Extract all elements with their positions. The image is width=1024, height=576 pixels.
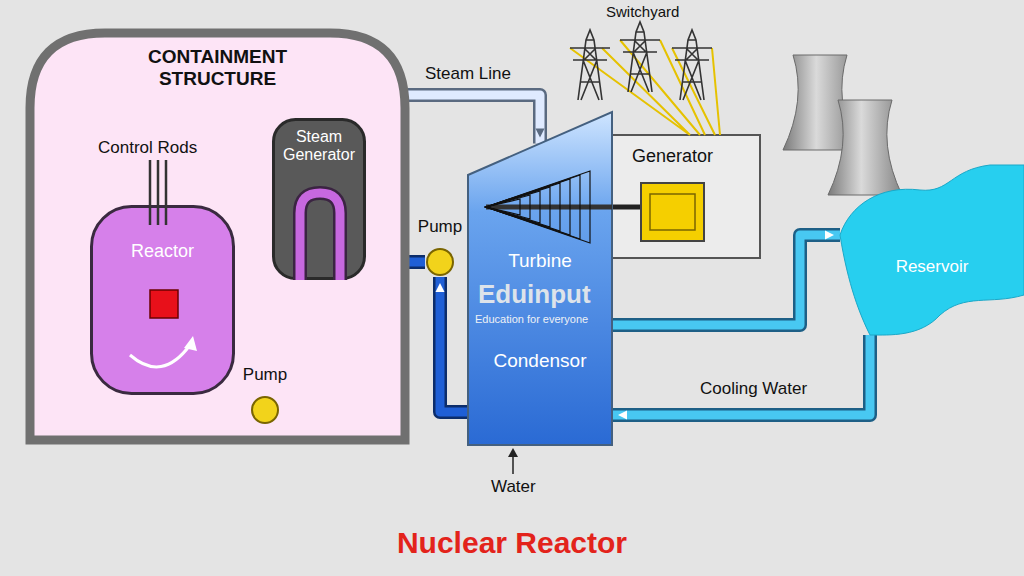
pipe-wall bbox=[612, 205, 640, 210]
u-tube bbox=[300, 193, 340, 280]
reservoir-water bbox=[840, 165, 1024, 335]
pump: Pump bbox=[250, 395, 280, 425]
turbine-condenser: TurbineCondensor bbox=[468, 112, 612, 445]
node-label: Reservoir bbox=[844, 257, 1020, 277]
watermark: Education for everyone bbox=[475, 313, 588, 326]
flow-arrow bbox=[130, 345, 190, 367]
flow-label: Steam Line bbox=[425, 64, 511, 84]
flow-arrowhead bbox=[184, 336, 197, 351]
turbine-housing bbox=[468, 112, 612, 445]
condenser-label: Condensor bbox=[472, 350, 608, 372]
turbine-label: Turbine bbox=[472, 250, 608, 272]
pipe bbox=[436, 277, 469, 412]
watermark: Eduinput bbox=[478, 280, 591, 310]
arrowhead bbox=[536, 129, 545, 138]
generator-shape bbox=[640, 182, 705, 242]
node-label: Steam Generator bbox=[276, 128, 362, 165]
pylon bbox=[620, 22, 660, 92]
pump-symbol bbox=[427, 249, 453, 275]
turbine-condenser-shape bbox=[468, 112, 612, 445]
pipe-fluid bbox=[440, 277, 468, 412]
pump-shape bbox=[250, 395, 280, 425]
reactor-vessel: Reactor bbox=[90, 205, 235, 395]
pylon bbox=[570, 30, 610, 100]
caption: Nuclear Reactor bbox=[0, 526, 1024, 561]
pipe-wall bbox=[440, 277, 468, 412]
pipe-wall bbox=[612, 235, 840, 325]
node-label: Pump bbox=[418, 217, 462, 237]
generator-housing bbox=[612, 135, 760, 258]
generator-body bbox=[641, 183, 704, 241]
generator-core bbox=[650, 194, 695, 230]
turbine-blade bbox=[486, 195, 530, 219]
control-rod bbox=[165, 160, 168, 225]
pump: Pump bbox=[425, 247, 455, 277]
reactor-outline bbox=[92, 207, 234, 394]
drive-shaft bbox=[612, 207, 640, 208]
arrowhead bbox=[825, 231, 834, 240]
pump-symbol bbox=[252, 397, 278, 423]
pipe-fluid bbox=[612, 235, 840, 325]
reactor-vessel-shape bbox=[90, 205, 235, 395]
reservoir: Reservoir bbox=[840, 165, 1024, 335]
turbine-blade bbox=[486, 171, 590, 243]
pipe bbox=[612, 231, 840, 326]
pipe-fluid bbox=[612, 335, 870, 415]
node-label: CONTAINMENT STRUCTURE bbox=[118, 46, 318, 90]
arrowhead bbox=[618, 411, 627, 420]
node-label: Reactor bbox=[94, 241, 231, 262]
part-label: Water bbox=[491, 477, 536, 497]
turbine-blade bbox=[486, 187, 550, 227]
steam-generator: Steam Generator bbox=[272, 118, 366, 280]
control-rod bbox=[157, 160, 160, 225]
node-label: Generator bbox=[632, 146, 713, 167]
pipe-wall bbox=[612, 335, 870, 415]
containment-structure: Reactor Steam GeneratorPump CONTAINMENT ST… bbox=[25, 28, 410, 445]
turbine-blade bbox=[486, 191, 540, 223]
node-label: Pump bbox=[243, 365, 287, 385]
flow-label: Cooling Water bbox=[700, 379, 807, 399]
reactor-core bbox=[150, 290, 178, 318]
turbine-shaft bbox=[486, 205, 612, 210]
cooling-tower bbox=[828, 100, 902, 195]
u-tube bbox=[300, 193, 340, 280]
turbine-blade bbox=[486, 183, 560, 231]
part-label: Control Rods bbox=[98, 138, 197, 158]
pylons bbox=[570, 22, 712, 100]
pipe bbox=[612, 335, 870, 420]
reservoir-shape bbox=[840, 165, 1024, 335]
pylon bbox=[672, 30, 712, 100]
pump-shape bbox=[425, 247, 455, 277]
turbine-blade bbox=[486, 179, 570, 235]
control-rod bbox=[149, 160, 152, 225]
water-inlet-arrow bbox=[512, 456, 514, 474]
arrowhead bbox=[436, 283, 445, 292]
turbine-blade bbox=[486, 175, 580, 239]
generator: Generator bbox=[640, 182, 705, 242]
containment-outline bbox=[30, 33, 405, 440]
part-label: Switchyard bbox=[606, 3, 679, 20]
water-inlet-arrowhead bbox=[508, 448, 518, 457]
